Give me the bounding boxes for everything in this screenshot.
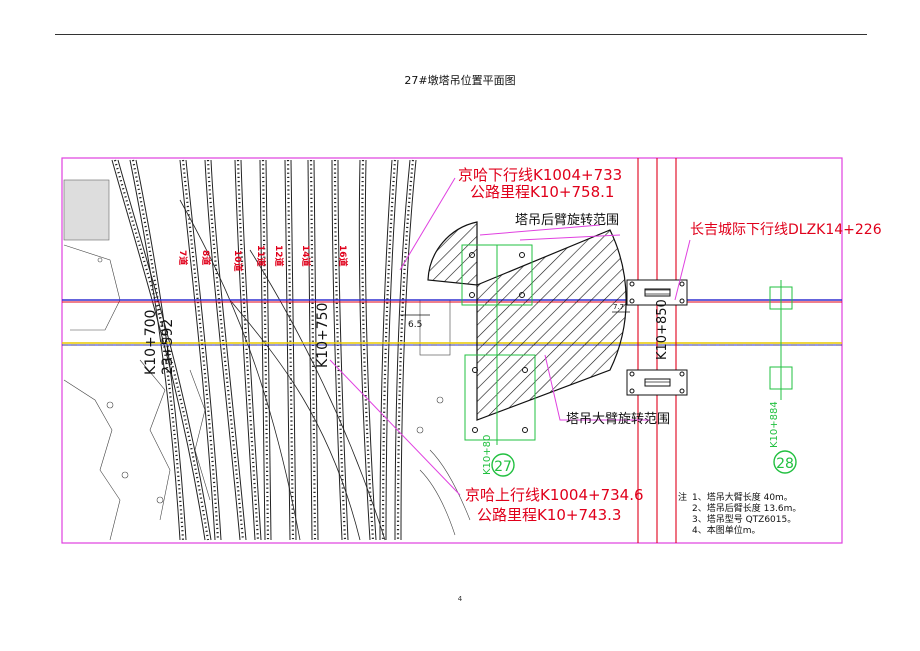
page-number: 4 [457, 595, 463, 603]
notes-heading: 注 [678, 491, 687, 503]
station-k10-750: K10+750 [315, 303, 331, 368]
drawing-title: 27#墩塔吊位置平面图 [404, 74, 516, 87]
crane-main-arm-area [476, 229, 627, 421]
dim-7-7: 7.7 [613, 303, 624, 311]
road-mileage-bottom-label: 公路里程K10+743.3 [477, 506, 621, 524]
road-mileage-top-label: 公路里程K10+758.1 [470, 183, 614, 201]
pier-28-label: 28 [776, 456, 794, 472]
leader-lines [329, 177, 691, 496]
pier-28-marker: 28 [773, 450, 797, 474]
left-station-area [63, 179, 471, 541]
track-label-7: 7道 [177, 250, 189, 265]
note-item-4: 4、本图单位m。 [692, 524, 761, 536]
notes-block: 注 1、塔吊大臂长度 40m。 2、塔吊后臂长度 13.6m。 3、塔吊型号 Q… [678, 491, 801, 536]
pier-27-marker: 27 [491, 453, 515, 477]
crane-rear-arm-label: 塔吊后臂旋转范围 [515, 213, 619, 228]
crane-base-lower [626, 369, 688, 396]
beijing-down-line-label: 京哈下行线K1004+733 [458, 166, 622, 184]
track-label-8: 8道 [200, 250, 212, 265]
track-label-16: 16道 [337, 245, 349, 267]
pier-27-label: 27 [494, 459, 512, 475]
pier-27-foundation [461, 244, 536, 445]
note-item-2: 2、塔吊后臂长度 13.6m。 [692, 502, 801, 514]
changji-intercity-label: 长吉城际下行线DLZK14+226 [690, 222, 882, 238]
railway-tracks [111, 159, 417, 541]
note-item-1: 1、塔吊大臂长度 40m。 [692, 491, 793, 503]
crane-main-arm-label: 塔吊大臂旋转范围 [566, 412, 670, 427]
track-label-10: 10道 [232, 250, 244, 272]
dim-6-5: 6.5 [408, 320, 422, 330]
note-item-3: 3、塔吊型号 QTZ6015。 [692, 513, 796, 525]
track-label-11: 11道 [255, 245, 267, 267]
station-left-2: 23+592 [160, 319, 176, 375]
drawing-frame [61, 157, 843, 544]
header-rule [55, 34, 867, 35]
station-k10-884: K10+884 [769, 401, 780, 448]
beijing-up-line-label: 京哈上行线K1004+734.6 [465, 486, 644, 504]
track-sleepers [113, 159, 415, 541]
crane-rear-arm-area [427, 221, 478, 286]
right-vertical-lines [637, 158, 677, 543]
track-label-12: 12道 [273, 245, 285, 267]
dimension-marks [400, 311, 630, 316]
track-label-14: 14道 [300, 245, 312, 267]
station-k10-80: K10+80 [482, 435, 493, 475]
track-labels: 7道 8道 10道 11道 12道 14道 16道 [177, 245, 349, 272]
station-k10-700: K10+700 [143, 310, 159, 375]
station-k10-850: K10+850 [655, 299, 670, 360]
pier-28-foundation [769, 280, 793, 400]
